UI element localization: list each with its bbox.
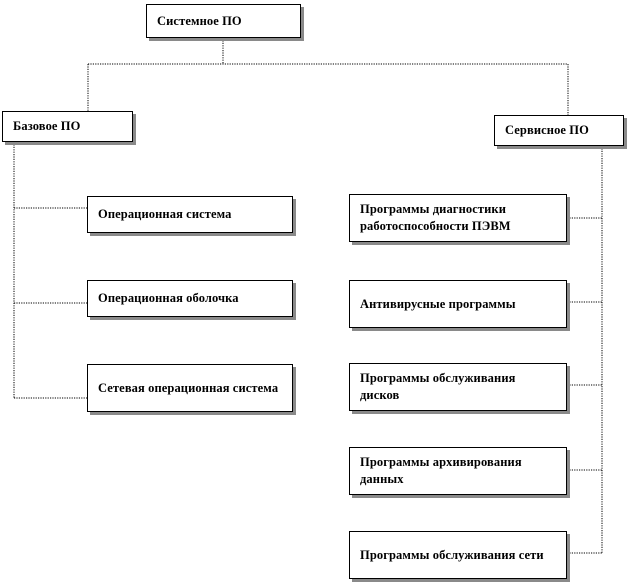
service-item-label: Программы обслуживания дисков <box>360 371 516 402</box>
service-node-label: Сервисное ПО <box>505 123 589 137</box>
service-item-label: Программы обслуживания сети <box>360 547 544 562</box>
root-node: Системное ПО <box>146 4 301 38</box>
service-item-box: Антивирусные программы <box>349 280 567 328</box>
service-item-label: Программы диагностики работоспособности … <box>360 202 511 233</box>
base-item-box: Операционная система <box>87 196 293 233</box>
service-item-box: Программы диагностики работоспособности … <box>349 194 567 242</box>
base-item-label: Операционная оболочка <box>98 291 239 305</box>
base-item-box: Операционная оболочка <box>87 280 293 317</box>
base-item-label: Операционная система <box>98 207 232 221</box>
service-item-box: Программы архивирования данных <box>349 447 567 495</box>
service-item-box: Программы обслуживания сети <box>349 531 567 579</box>
service-item-label: Антивирусные программы <box>360 296 516 311</box>
service-item-label: Программы архивирования данных <box>360 455 522 486</box>
base-item-box: Сетевая операционная система <box>87 364 293 412</box>
base-item-label: Сетевая операционная система <box>98 380 279 395</box>
service-item-box: Программы обслуживания дисков <box>349 363 567 411</box>
base-node-label: Базовое ПО <box>13 119 81 133</box>
base-node: Базовое ПО <box>2 111 133 142</box>
root-node-label: Системное ПО <box>157 13 242 28</box>
service-node: Сервисное ПО <box>494 115 624 146</box>
